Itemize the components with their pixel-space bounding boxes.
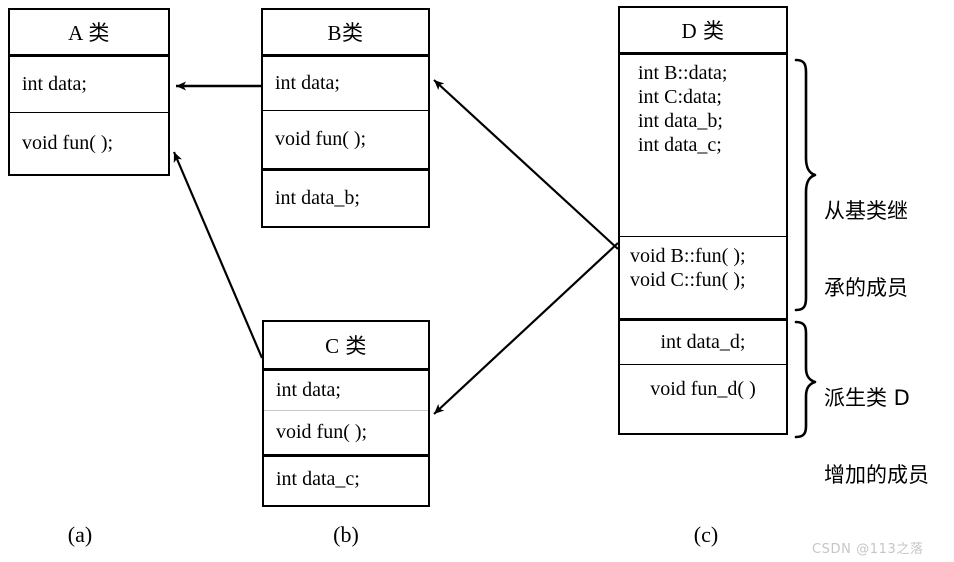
annotation-added-line-1: 增加的成员 xyxy=(824,463,929,488)
class-b-inherited-data: int data; xyxy=(263,54,428,110)
class-box-d: D 类 int B::data; int C:data; int data_b;… xyxy=(618,6,788,435)
annotation-added-members: 派生类 D 增加的成员 xyxy=(824,335,929,540)
class-c-inherited-method: void fun( ); xyxy=(264,410,428,454)
csdn-watermark: CSDN @113之落 xyxy=(812,542,924,557)
class-d-inherited-method-0: void B::fun( ); xyxy=(630,245,746,267)
class-a-method: void fun( ); xyxy=(10,112,168,174)
class-d-inherited-data-1: int C:data; xyxy=(638,86,722,108)
annotation-added-line-0: 派生类 D xyxy=(824,386,910,411)
class-d-inherited-data-3: int data_c; xyxy=(638,134,722,156)
annotation-inherited-members: 从基类继 承的成员 xyxy=(824,148,908,353)
class-box-a: A 类 int data; void fun( ); xyxy=(8,8,170,176)
class-c-inherited-data: int data; xyxy=(264,368,428,410)
class-d-inherited-data-2: int data_b; xyxy=(638,110,723,132)
class-d-inherited-method-list: void B::fun( ); void C::fun( ); xyxy=(620,236,786,318)
class-d-inherited-method-1: void C::fun( ); xyxy=(630,269,746,291)
class-a-data-member: int data; xyxy=(10,54,168,112)
class-d-own-method: void fun_d( ) xyxy=(620,364,786,414)
class-box-b: B类 int data; void fun( ); int data_b; xyxy=(261,8,430,228)
class-d-title: D 类 xyxy=(620,8,786,52)
class-c-own-data: int data_c; xyxy=(264,454,428,502)
brace-added-members xyxy=(794,320,817,439)
class-b-title: B类 xyxy=(263,10,428,54)
class-d-inherited-data-list: int B::data; int C:data; int data_b; int… xyxy=(620,52,786,236)
annotation-inherited-line-1: 承的成员 xyxy=(824,276,908,301)
class-d-inherited-data-0: int B::data; xyxy=(638,62,728,84)
arrow-c-to-a xyxy=(172,151,264,359)
arrow-d-to-b xyxy=(433,79,619,250)
class-b-own-data: int data_b; xyxy=(263,168,428,226)
class-d-own-data: int data_d; xyxy=(620,318,786,364)
class-c-title: C 类 xyxy=(264,322,428,368)
figure-label-a: (a) xyxy=(67,522,93,547)
brace-inherited-members xyxy=(794,58,817,312)
figure-label-b: (b) xyxy=(333,522,359,547)
class-b-inherited-method: void fun( ); xyxy=(263,110,428,168)
arrow-d-to-c xyxy=(433,242,619,415)
figure-label-c: (c) xyxy=(693,522,719,547)
class-box-c: C 类 int data; void fun( ); int data_c; xyxy=(262,320,430,507)
annotation-inherited-line-0: 从基类继 xyxy=(824,199,908,224)
class-a-title: A 类 xyxy=(10,10,168,54)
